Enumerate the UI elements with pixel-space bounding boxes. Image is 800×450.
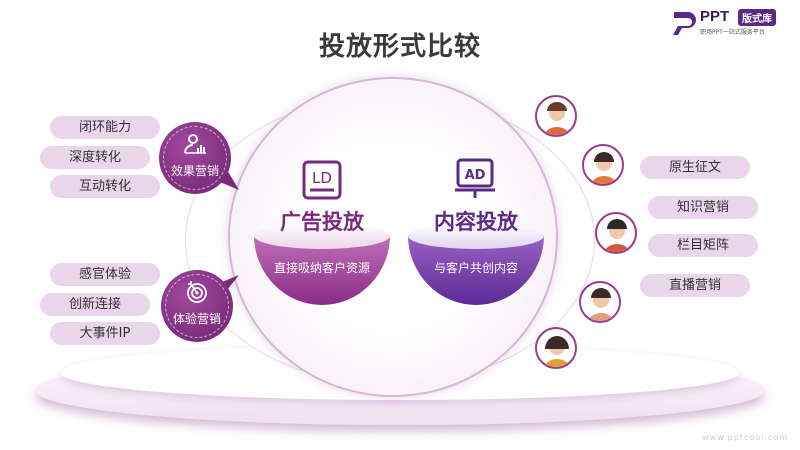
- pill-item: 感官体验: [50, 263, 160, 286]
- pill-item: 深度转化: [40, 146, 150, 169]
- svg-text:AD: AD: [465, 168, 486, 183]
- avatar: [535, 95, 577, 137]
- logo: PPT 版式库 职场PPT一站式服务平台: [672, 8, 792, 36]
- person-icon: [543, 336, 571, 367]
- logo-tag: 版式库: [738, 9, 776, 26]
- person-icon: [590, 152, 618, 184]
- ld-icon: LD: [302, 160, 342, 200]
- person-icon: [603, 219, 631, 252]
- pill-item: 栏目矩阵: [648, 234, 758, 257]
- pill-item: 闭环能力: [50, 116, 160, 139]
- pill-item: 知识营销: [648, 196, 758, 219]
- logo-subtitle: 职场PPT一站式服务平台: [700, 29, 765, 36]
- person-icon: [587, 288, 615, 321]
- badge-experience-marketing: 体验营销: [161, 270, 233, 342]
- person-icon: [543, 102, 571, 135]
- bowl-desc: 直接吸纳客户资源: [273, 261, 370, 275]
- ad-icon: AD: [455, 158, 495, 198]
- pill-item: 大事件IP: [50, 322, 160, 345]
- bowl-title: 广告投放: [280, 210, 364, 234]
- bowl-desc: 与客户共创内容: [433, 261, 518, 275]
- watermark: www.pptcool.com: [702, 433, 788, 442]
- pill-item: 原生征文: [640, 156, 750, 179]
- avatar: [535, 327, 577, 369]
- pill-item: 创新连接: [40, 293, 150, 316]
- page-title: 投放形式比较: [318, 32, 481, 62]
- svg-text:LD: LD: [312, 169, 332, 187]
- badge-label: 效果营销: [170, 164, 219, 178]
- avatar: [582, 144, 624, 186]
- badge-effect-marketing: 效果营销: [159, 122, 231, 194]
- bowl-title: 内容投放: [434, 210, 518, 234]
- target-icon: [187, 281, 207, 303]
- logo-p-icon: [673, 12, 696, 35]
- pill-item: 直播营销: [640, 274, 750, 297]
- badge-label: 体验营销: [172, 312, 221, 326]
- pill-item: 互动转化: [50, 175, 160, 198]
- avatar: [579, 281, 621, 323]
- person-chart-icon: [184, 134, 206, 154]
- avatar: [595, 212, 637, 254]
- logo-brand: PPT: [700, 8, 730, 25]
